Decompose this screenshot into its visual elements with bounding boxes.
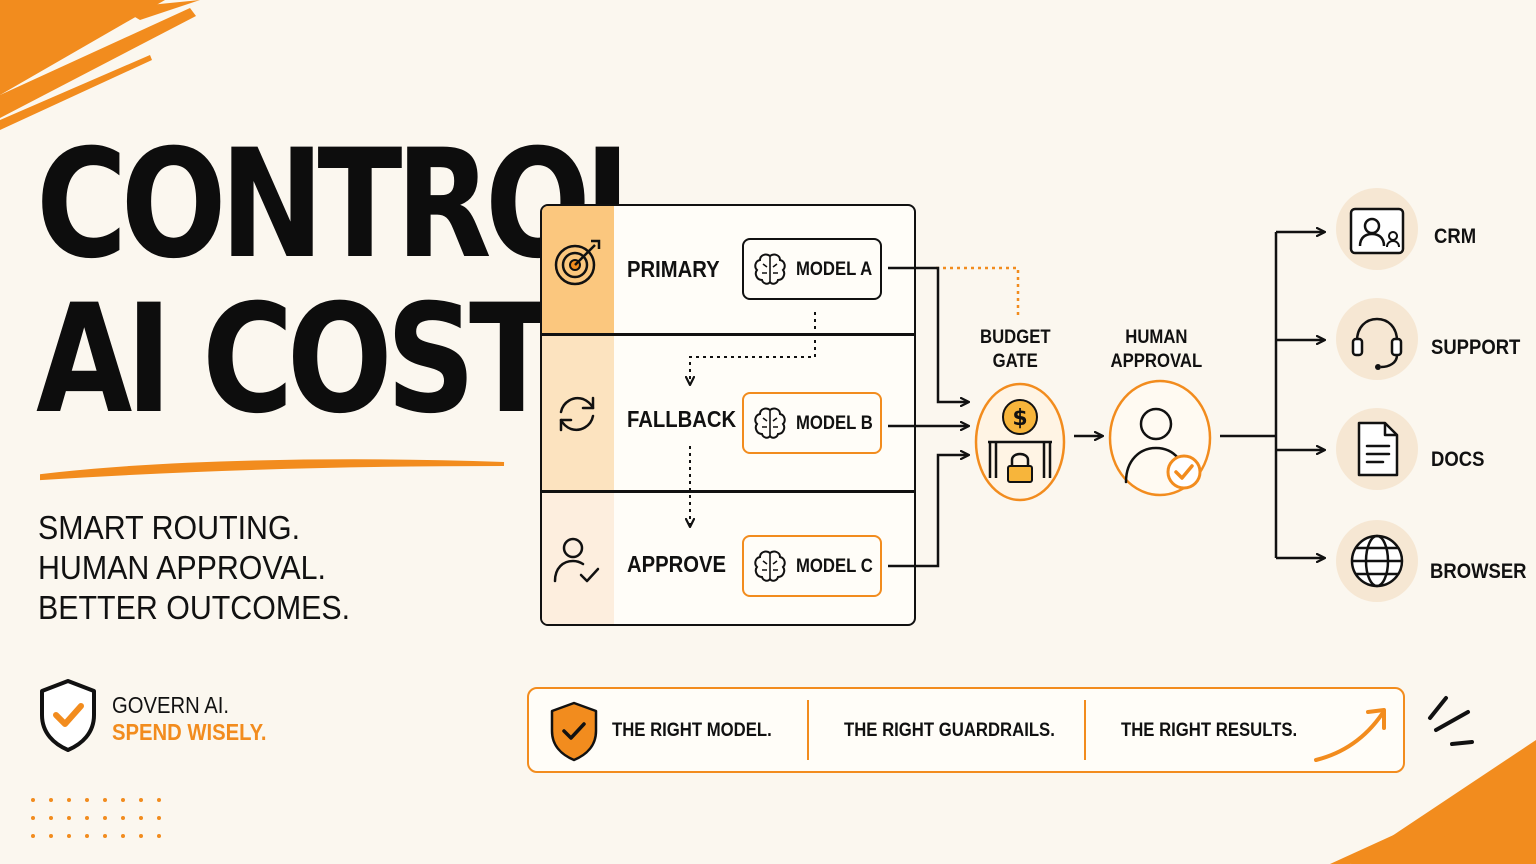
shield-check-icon <box>550 701 598 762</box>
crm-destination[interactable] <box>1336 188 1418 270</box>
human-approval-label-line-1: HUMAN <box>1125 327 1188 348</box>
destination-label-docs: DOCS <box>1431 448 1485 471</box>
human-approval-node[interactable] <box>1106 378 1216 500</box>
govern-line-1: GOVERN AI. <box>112 692 229 718</box>
tagline-line-3: BETTER OUTCOMES. <box>38 589 351 626</box>
svg-text:$: $ <box>1012 406 1027 431</box>
destination-label-crm: CRM <box>1434 225 1477 248</box>
model-c-box[interactable]: MODEL C <box>742 535 882 597</box>
row-divider <box>542 333 914 336</box>
govern-line-2: SPEND WISELY. <box>112 719 267 745</box>
footer-divider <box>807 700 809 760</box>
footer-bar <box>527 687 1405 773</box>
budget-gate-label-line-1: BUDGET <box>980 327 1051 348</box>
model-b-label: MODEL B <box>796 413 873 434</box>
brush-stroke-top-left <box>0 0 200 130</box>
fallback-row-highlight <box>542 336 614 491</box>
document-icon <box>1357 421 1399 477</box>
footer-divider <box>1084 700 1086 760</box>
brain-icon <box>754 550 786 582</box>
docs-destination[interactable] <box>1336 408 1418 490</box>
row-divider <box>542 490 914 493</box>
headline-underline <box>40 459 505 481</box>
approve-row-highlight <box>542 493 614 624</box>
support-destination[interactable] <box>1336 298 1418 380</box>
budget-gate-label-line-2: GATE <box>992 351 1038 372</box>
target-icon <box>554 239 601 286</box>
brain-icon <box>754 253 786 285</box>
globe-icon <box>1350 534 1404 588</box>
model-a-label: MODEL A <box>796 259 873 280</box>
shield-check-icon <box>40 679 96 752</box>
headline-line-2-text: AI COSTS <box>36 273 637 447</box>
user-check-icon <box>553 537 600 583</box>
row-label-fallback: FALLBACK <box>627 406 737 432</box>
refresh-icon <box>559 396 595 432</box>
brain-icon <box>754 407 786 439</box>
contact-card-icon <box>1349 207 1405 255</box>
headset-icon <box>1351 317 1403 370</box>
human-approval-label-line-2: APPROVAL <box>1110 351 1203 372</box>
human-approval-label: HUMAN APPROVAL <box>1108 326 1205 374</box>
budget-gate-label: BUDGET GATE <box>980 326 1051 374</box>
tagline-line-2: HUMAN APPROVAL. <box>38 549 326 586</box>
row-label-approve: APPROVE <box>627 551 726 577</box>
footer-item-right-guardrails: THE RIGHT GUARDRAILS. <box>844 720 1055 741</box>
destination-label-browser: BROWSER <box>1430 560 1527 583</box>
trend-up-arrow-icon <box>1314 708 1386 762</box>
tagline-line-1: SMART ROUTING. <box>38 509 301 546</box>
model-b-box[interactable]: MODEL B <box>742 392 882 454</box>
browser-destination[interactable] <box>1336 520 1418 602</box>
dot-grid-decoration <box>31 798 161 838</box>
footer-item-right-results: THE RIGHT RESULTS. <box>1121 720 1298 741</box>
budget-gate-node[interactable]: $ <box>972 380 1072 504</box>
model-c-label: MODEL C <box>796 556 873 577</box>
model-a-box[interactable]: MODEL A <box>742 238 882 300</box>
destination-label-support: SUPPORT <box>1431 336 1521 359</box>
brush-stroke-bottom-right <box>1330 740 1536 864</box>
footer-item-right-model: THE RIGHT MODEL. <box>612 720 772 741</box>
sparkle-lines-decoration <box>1428 696 1474 746</box>
row-label-primary: PRIMARY <box>627 256 720 282</box>
